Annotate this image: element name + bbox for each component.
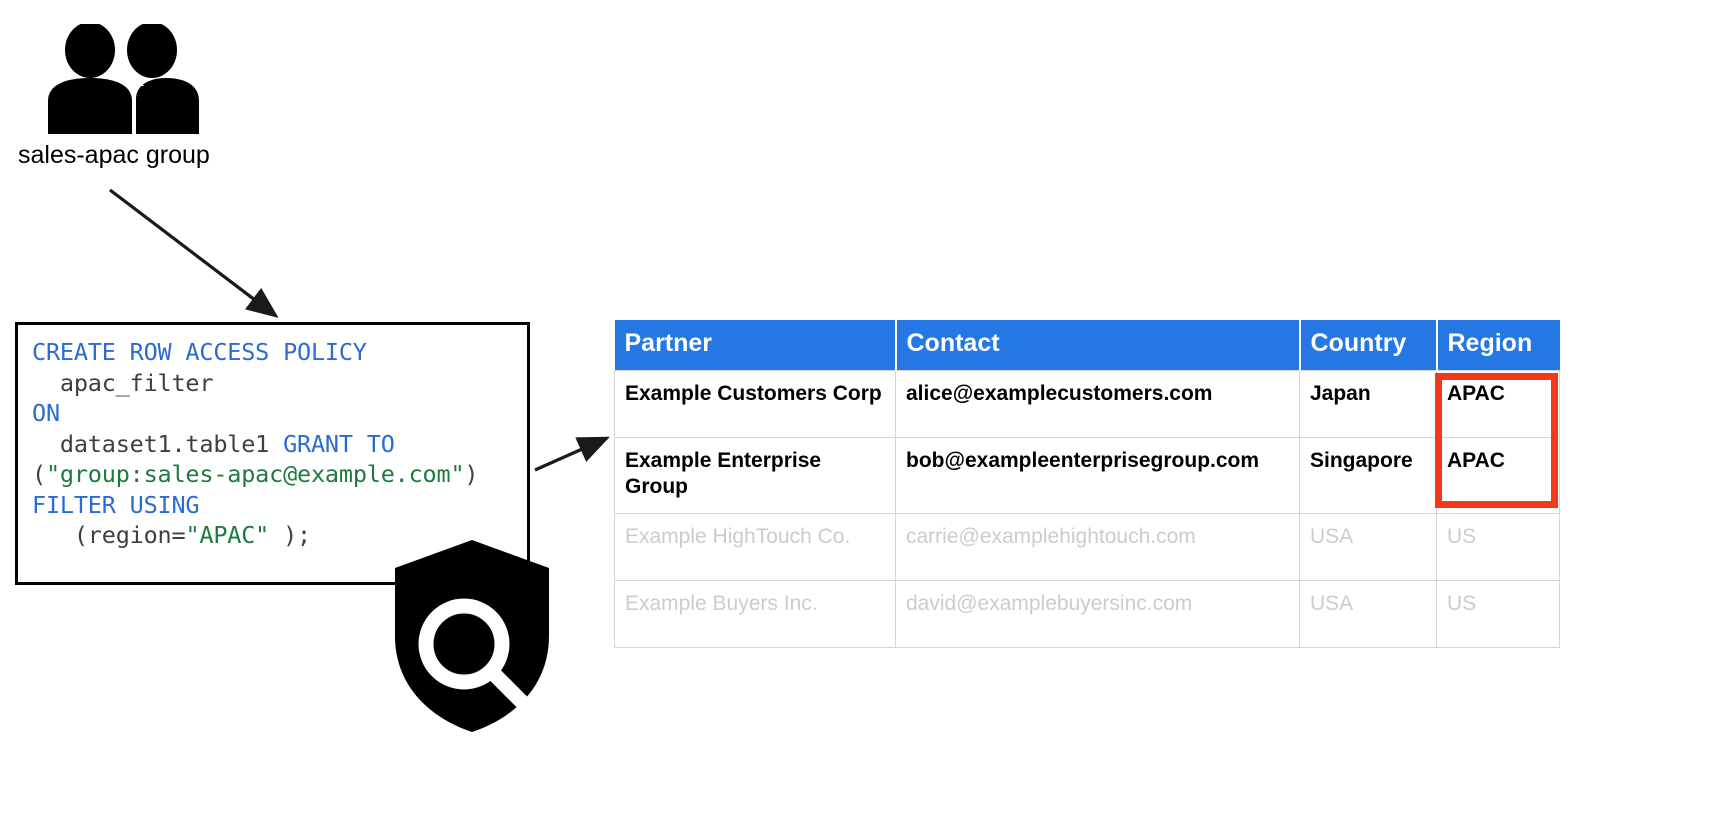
cell-partner: Example Customers Corp <box>614 369 896 438</box>
arrow-group-to-policy <box>109 188 279 318</box>
people-group-icon <box>44 22 219 134</box>
cell-region: APAC <box>1436 369 1560 438</box>
table-row[interactable]: Example Buyers Inc. david@examplebuyersi… <box>614 580 1560 649</box>
column-header-country[interactable]: Country <box>1299 320 1438 370</box>
shield-search-icon <box>392 538 552 734</box>
cell-country: USA <box>1299 513 1437 582</box>
table-row[interactable]: Example Customers Corp alice@examplecust… <box>614 369 1560 438</box>
table-row[interactable]: Example Enterprise Group bob@exampleente… <box>614 437 1560 515</box>
cell-contact: david@examplebuyersinc.com <box>895 580 1300 649</box>
column-header-partner[interactable]: Partner <box>614 320 897 370</box>
cell-contact: alice@examplecustomers.com <box>895 369 1300 438</box>
cell-contact: bob@exampleenterprisegroup.com <box>895 437 1300 515</box>
cell-country: USA <box>1299 580 1437 649</box>
cell-region: APAC <box>1436 437 1560 515</box>
column-header-region[interactable]: Region <box>1436 320 1560 370</box>
table-row[interactable]: Example HighTouch Co. carrie@examplehigh… <box>614 513 1560 582</box>
column-header-contact[interactable]: Contact <box>895 320 1301 370</box>
cell-contact: carrie@examplehightouch.com <box>895 513 1300 582</box>
arrow-policy-to-table <box>534 436 610 472</box>
row-access-policy-code-block: CREATE ROW ACCESS POLICY apac_filter ON … <box>15 322 530 585</box>
table-header-row: Partner Contact Country Region <box>614 320 1560 370</box>
group-node: sales-apac group <box>18 22 248 170</box>
group-node-label: sales-apac group <box>18 141 210 169</box>
cell-region: US <box>1436 513 1560 582</box>
cell-region: US <box>1436 580 1560 649</box>
cell-partner: Example Buyers Inc. <box>614 580 896 649</box>
partner-results-table: Partner Contact Country Region Example C… <box>614 320 1560 649</box>
cell-country: Singapore <box>1299 437 1437 515</box>
cell-partner: Example Enterprise Group <box>614 437 896 515</box>
cell-country: Japan <box>1299 369 1437 438</box>
cell-partner: Example HighTouch Co. <box>614 513 896 582</box>
sql-code-text: CREATE ROW ACCESS POLICY apac_filter ON … <box>32 338 479 549</box>
